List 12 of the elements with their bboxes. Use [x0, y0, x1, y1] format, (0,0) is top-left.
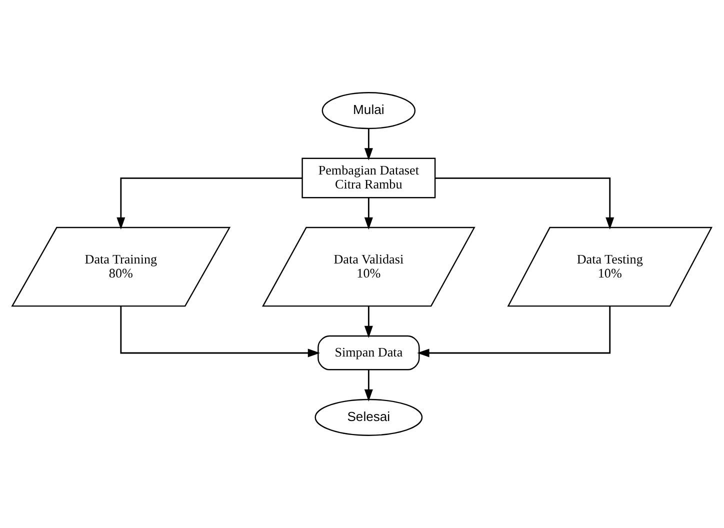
arrow	[364, 370, 373, 402]
arrow	[364, 128, 373, 160]
arrow	[435, 177, 614, 230]
node-ellipse: Mulai	[322, 92, 416, 130]
arrow	[364, 198, 373, 230]
node-ellipse: Selesai	[314, 398, 423, 436]
node-box: Pembagian Dataset Citra Rambu	[302, 158, 436, 198]
arrow	[116, 177, 302, 230]
arrow	[417, 306, 611, 358]
node-box: Simpan Data	[318, 335, 420, 370]
arrow	[364, 306, 373, 338]
arrow	[120, 306, 320, 358]
